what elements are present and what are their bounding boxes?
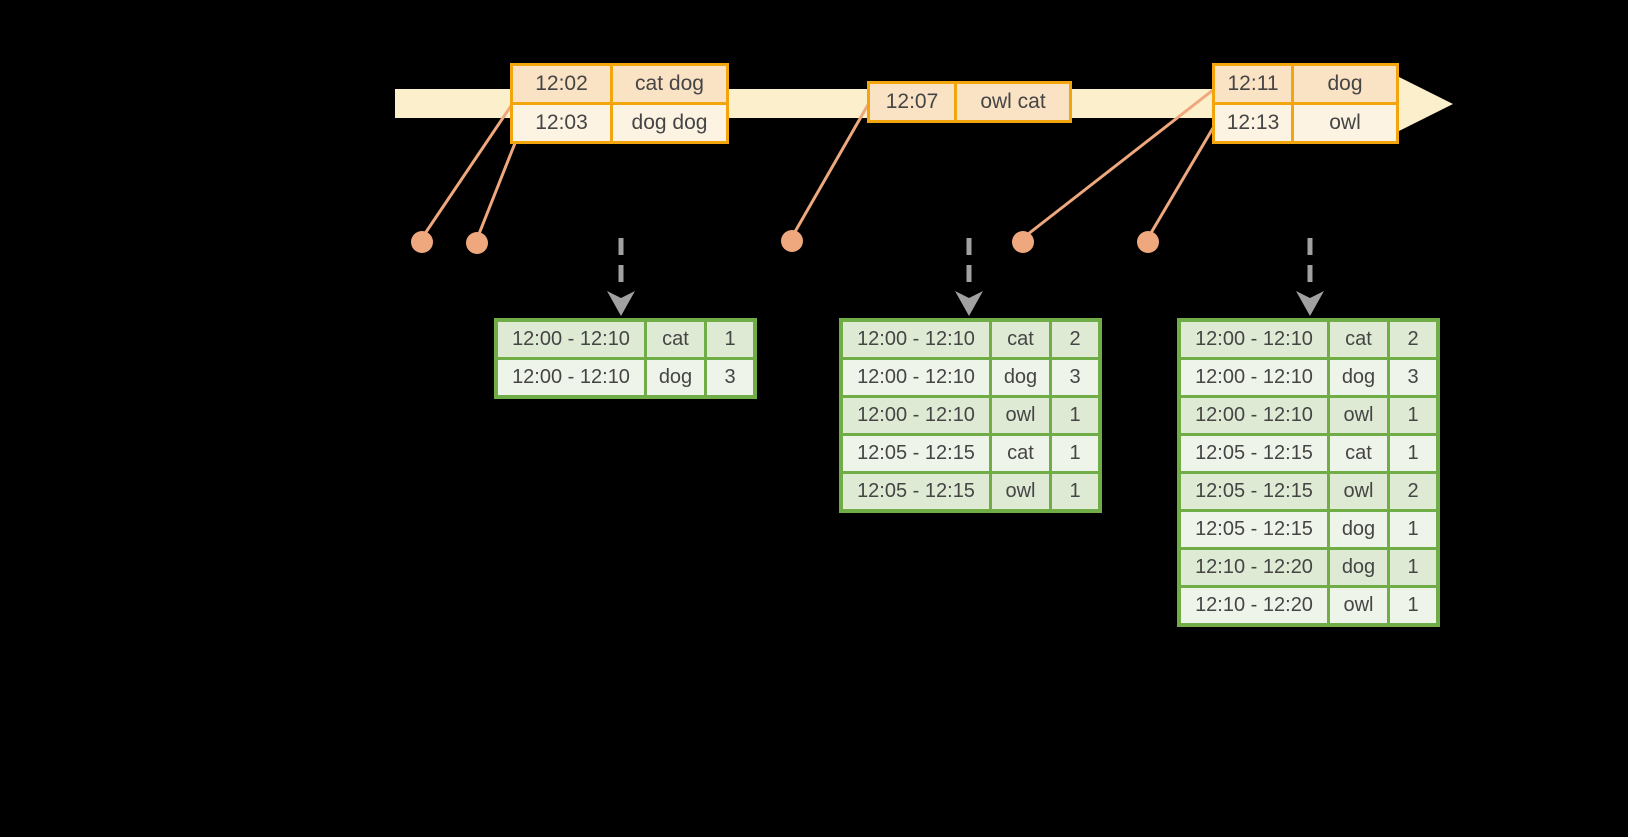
event-row: 12:07 owl cat (870, 84, 1069, 120)
trigger-arrowhead-icon (607, 291, 635, 316)
window-cell: 12:00 - 12:10 (1181, 360, 1327, 395)
count-cell: 1 (1390, 550, 1436, 585)
window-cell: 12:00 - 12:10 (1181, 322, 1327, 357)
event-row: 12:11 dog (1215, 66, 1396, 102)
event-dot-icon (781, 230, 803, 252)
window-cell: 12:05 - 12:15 (1181, 512, 1327, 547)
event-words-cell: dog (1294, 66, 1396, 102)
count-cell: 1 (1390, 512, 1436, 547)
word-cell: owl (992, 398, 1049, 433)
trigger-arrowhead-icon (955, 291, 983, 316)
count-cell: 1 (1052, 436, 1098, 471)
window-cell: 12:10 - 12:20 (1181, 588, 1327, 623)
count-cell: 1 (1390, 436, 1436, 471)
result-row: 12:05 - 12:15 owl 1 (843, 474, 1098, 509)
event-connector-line (1022, 88, 1214, 240)
event-words-cell: dog dog (613, 105, 726, 141)
event-row: 12:13 owl (1215, 105, 1396, 141)
result-row: 12:00 - 12:10 dog 3 (1181, 360, 1436, 395)
window-cell: 12:00 - 12:10 (843, 322, 989, 357)
result-table-1: 12:00 - 12:10 cat 1 12:00 - 12:10 dog 3 (494, 318, 757, 399)
window-cell: 12:05 - 12:15 (1181, 436, 1327, 471)
count-cell: 2 (1390, 474, 1436, 509)
count-cell: 1 (1052, 398, 1098, 433)
result-row: 12:00 - 12:10 cat 1 (498, 322, 753, 357)
event-connector-line (790, 102, 871, 238)
result-row: 12:10 - 12:20 owl 1 (1181, 588, 1436, 623)
result-row: 12:10 - 12:20 dog 1 (1181, 550, 1436, 585)
result-row: 12:00 - 12:10 cat 2 (1181, 322, 1436, 357)
word-cell: dog (992, 360, 1049, 395)
count-cell: 1 (1390, 588, 1436, 623)
event-row: 12:03 dog dog (513, 105, 726, 141)
event-dot-icon (466, 232, 488, 254)
result-row: 12:05 - 12:15 dog 1 (1181, 512, 1436, 547)
word-cell: dog (647, 360, 704, 395)
event-time-cell: 12:02 (513, 66, 610, 102)
event-connector-line (475, 132, 521, 240)
word-cell: owl (1330, 474, 1387, 509)
window-cell: 12:05 - 12:15 (843, 436, 989, 471)
event-dot-icon (1012, 231, 1034, 253)
word-cell: owl (992, 474, 1049, 509)
word-cell: dog (1330, 360, 1387, 395)
word-cell: cat (647, 322, 704, 357)
event-words-cell: cat dog (613, 66, 726, 102)
result-table-3: 12:00 - 12:10 cat 2 12:00 - 12:10 dog 3 … (1177, 318, 1440, 627)
result-row: 12:05 - 12:15 owl 2 (1181, 474, 1436, 509)
window-cell: 12:00 - 12:10 (843, 398, 989, 433)
event-dot-icon (1137, 231, 1159, 253)
result-row: 12:00 - 12:10 owl 1 (843, 398, 1098, 433)
count-cell: 3 (707, 360, 753, 395)
count-cell: 3 (1052, 360, 1098, 395)
result-row: 12:00 - 12:10 owl 1 (1181, 398, 1436, 433)
word-cell: cat (1330, 322, 1387, 357)
event-table-1: 12:02 cat dog 12:03 dog dog (510, 63, 729, 144)
word-cell: dog (1330, 550, 1387, 585)
event-table-2: 12:07 owl cat (867, 81, 1072, 123)
event-time-cell: 12:11 (1215, 66, 1291, 102)
event-dot-icon (411, 231, 433, 253)
result-row: 12:00 - 12:10 dog 3 (498, 360, 753, 395)
count-cell: 1 (1390, 398, 1436, 433)
count-cell: 3 (1390, 360, 1436, 395)
event-connector-line (1146, 127, 1215, 239)
word-cell: owl (1330, 398, 1387, 433)
result-row: 12:00 - 12:10 dog 3 (843, 360, 1098, 395)
word-cell: dog (1330, 512, 1387, 547)
event-words-cell: owl cat (957, 84, 1069, 120)
event-row: 12:02 cat dog (513, 66, 726, 102)
count-cell: 1 (1052, 474, 1098, 509)
event-time-cell: 12:13 (1215, 105, 1291, 141)
event-words-cell: owl (1294, 105, 1396, 141)
word-cell: owl (1330, 588, 1387, 623)
event-table-3: 12:11 dog 12:13 owl (1212, 63, 1399, 144)
window-cell: 12:00 - 12:10 (843, 360, 989, 395)
result-row: 12:05 - 12:15 cat 1 (843, 436, 1098, 471)
count-cell: 2 (1390, 322, 1436, 357)
window-cell: 12:00 - 12:10 (498, 360, 644, 395)
count-cell: 1 (707, 322, 753, 357)
count-cell: 2 (1052, 322, 1098, 357)
result-row: 12:05 - 12:15 cat 1 (1181, 436, 1436, 471)
timeline-arrow-icon (1397, 76, 1453, 132)
result-row: 12:00 - 12:10 cat 2 (843, 322, 1098, 357)
window-cell: 12:10 - 12:20 (1181, 550, 1327, 585)
window-cell: 12:05 - 12:15 (843, 474, 989, 509)
word-cell: cat (1330, 436, 1387, 471)
result-table-2: 12:00 - 12:10 cat 2 12:00 - 12:10 dog 3 … (839, 318, 1102, 513)
window-cell: 12:00 - 12:10 (1181, 398, 1327, 433)
event-connector-line (420, 96, 519, 239)
word-cell: cat (992, 436, 1049, 471)
word-cell: cat (992, 322, 1049, 357)
window-cell: 12:05 - 12:15 (1181, 474, 1327, 509)
window-cell: 12:00 - 12:10 (498, 322, 644, 357)
event-time-cell: 12:07 (870, 84, 954, 120)
trigger-arrowhead-icon (1296, 291, 1324, 316)
event-time-cell: 12:03 (513, 105, 610, 141)
